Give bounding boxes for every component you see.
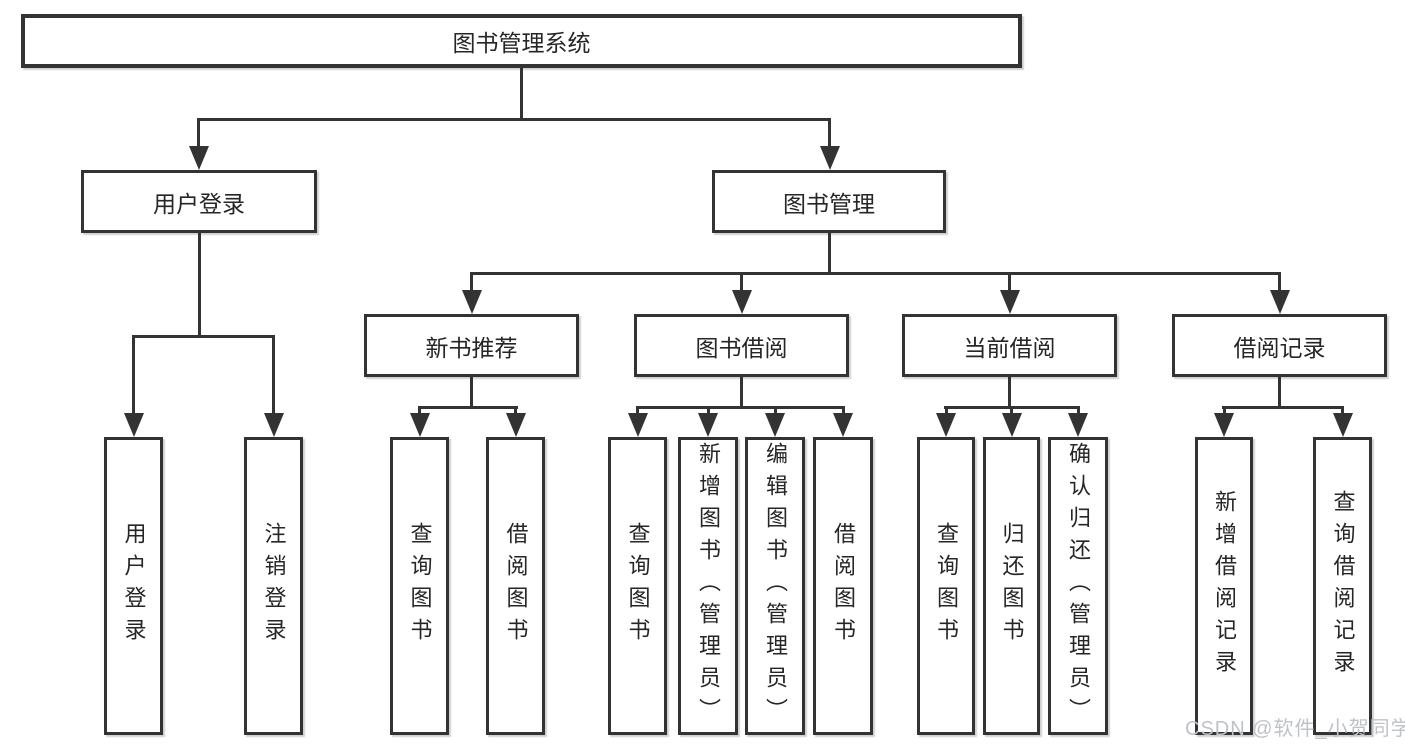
leaf-edit-book-admin: 编辑图书（管理员）: [745, 437, 805, 735]
connector-current-borrow-stem: [1008, 377, 1011, 408]
connector-drop-add-record: [1223, 406, 1226, 415]
connector-book-borrow-stem: [740, 377, 743, 408]
node-book-borrowing-label: 图书借阅: [695, 334, 788, 361]
arrowhead-book-borrow-icon: [732, 290, 752, 314]
leaf-edit-book-admin-label: 编辑图书（管理员）: [763, 442, 788, 730]
arrowhead-leaf-logout-icon: [264, 413, 284, 437]
arrowhead-current-borrow-icon: [1000, 290, 1020, 314]
arrowhead-leaf-user-login-icon: [124, 413, 144, 437]
connector-drop-leaf-user-login: [132, 335, 135, 415]
leaf-current-query-books: 查询图书: [917, 437, 975, 735]
arrowhead-borrow-records-icon: [1270, 290, 1290, 314]
arrowhead-borrow-query-icon: [628, 413, 648, 437]
connector-book-mgmt-stem: [828, 233, 831, 275]
arrowhead-rec-borrow-icon: [506, 413, 526, 437]
connector-drop-rec-borrow: [514, 406, 517, 415]
leaf-borrow-query-books: 查询图书: [608, 437, 667, 735]
connector-drop-edit-book: [774, 406, 777, 415]
node-book-borrowing: 图书借阅: [634, 314, 849, 377]
arrowhead-query-record-icon: [1333, 413, 1353, 437]
node-current-borrowing-label: 当前借阅: [963, 334, 1056, 361]
leaf-confirm-return-admin: 确认归还（管理员）: [1048, 437, 1108, 735]
node-user-login: 用户登录: [81, 170, 317, 233]
connector-drop-return-book: [1010, 406, 1013, 415]
arrowhead-book-mgmt-icon: [820, 146, 840, 170]
node-user-login-label: 用户登录: [153, 190, 245, 217]
leaf-rec-borrow-books-label: 借阅图书: [503, 522, 529, 650]
leaf-borrow-books: 借阅图书: [813, 437, 873, 735]
connector-book-borrow-bar: [636, 406, 845, 409]
connector-root-stem: [520, 68, 523, 121]
arrowhead-return-book-icon: [1002, 413, 1022, 437]
arrowhead-current-query-icon: [936, 413, 956, 437]
connector-drop-borrow-book: [842, 406, 845, 415]
connector-drop-book-mgmt: [828, 118, 831, 148]
leaf-logout: 注销登录: [244, 437, 303, 735]
leaf-add-book-admin: 新增图书（管理员）: [678, 437, 738, 735]
connector-drop-user-login: [197, 118, 200, 148]
arrowhead-confirm-return-icon: [1068, 413, 1088, 437]
connector-drop-current-query: [945, 406, 948, 415]
leaf-add-borrow-record: 新增借阅记录: [1195, 437, 1253, 735]
connector-book-mgmt-bar: [470, 272, 1281, 275]
node-library-system-label: 图书管理系统: [452, 30, 591, 56]
leaf-add-borrow-record-label: 新增借阅记录: [1212, 490, 1237, 682]
connector-drop-add-book: [707, 406, 710, 415]
connector-drop-new-book-rec: [470, 272, 473, 292]
connector-new-book-rec-stem: [470, 377, 473, 408]
leaf-return-book: 归还图书: [983, 437, 1040, 735]
arrowhead-borrow-book-icon: [833, 413, 853, 437]
leaf-user-login-label: 用户登录: [121, 522, 147, 650]
arrowhead-add-record-icon: [1214, 413, 1234, 437]
node-borrowing-records-label: 借阅记录: [1233, 334, 1326, 361]
leaf-rec-borrow-books: 借阅图书: [486, 437, 545, 735]
connector-drop-book-borrow: [740, 272, 743, 292]
arrowhead-rec-query-icon: [410, 413, 430, 437]
leaf-rec-query-books-label: 查询图书: [407, 522, 433, 650]
arrowhead-edit-book-icon: [765, 413, 785, 437]
arrowhead-user-login-icon: [189, 146, 209, 170]
connector-root-bar: [197, 118, 831, 121]
csdn-watermark: CSDN @软件_小贺同学: [1185, 718, 1405, 740]
node-book-management: 图书管理: [712, 170, 946, 233]
connector-drop-borrow-records: [1278, 272, 1281, 292]
node-library-system: 图书管理系统: [21, 14, 1022, 68]
connector-borrow-records-stem: [1278, 377, 1281, 408]
connector-drop-current-borrow: [1008, 272, 1011, 292]
connector-drop-leaf-logout: [272, 335, 275, 415]
node-current-borrowing: 当前借阅: [902, 314, 1117, 377]
connector-drop-borrow-query: [636, 406, 639, 415]
leaf-return-book-label: 归还图书: [999, 522, 1025, 650]
connector-drop-confirm-return: [1077, 406, 1080, 415]
leaf-borrow-books-label: 借阅图书: [831, 522, 856, 650]
node-new-book-recommend-label: 新书推荐: [425, 334, 518, 361]
leaf-current-query-books-label: 查询图书: [934, 522, 959, 650]
node-book-management-label: 图书管理: [783, 190, 875, 217]
arrowhead-new-book-rec-icon: [462, 290, 482, 314]
connector-borrow-records-bar: [1222, 406, 1344, 409]
arrowhead-add-book-icon: [698, 413, 718, 437]
node-new-book-recommend: 新书推荐: [364, 314, 579, 377]
connector-user-login-stem: [198, 233, 201, 338]
leaf-logout-label: 注销登录: [261, 522, 287, 650]
leaf-user-login: 用户登录: [104, 437, 163, 735]
leaf-query-borrow-record: 查询借阅记录: [1313, 437, 1372, 735]
connector-drop-query-record: [1341, 406, 1344, 415]
leaf-borrow-query-books-label: 查询图书: [625, 522, 651, 650]
connector-new-book-rec-bar: [418, 406, 518, 409]
leaf-add-book-admin-label: 新增图书（管理员）: [696, 442, 721, 730]
connector-drop-rec-query: [418, 406, 421, 415]
leaf-rec-query-books: 查询图书: [390, 437, 449, 735]
connector-user-login-bar: [132, 335, 274, 338]
leaf-query-borrow-record-label: 查询借阅记录: [1330, 490, 1356, 682]
node-borrowing-records: 借阅记录: [1172, 314, 1387, 377]
leaf-confirm-return-admin-label: 确认归还（管理员）: [1066, 442, 1091, 730]
